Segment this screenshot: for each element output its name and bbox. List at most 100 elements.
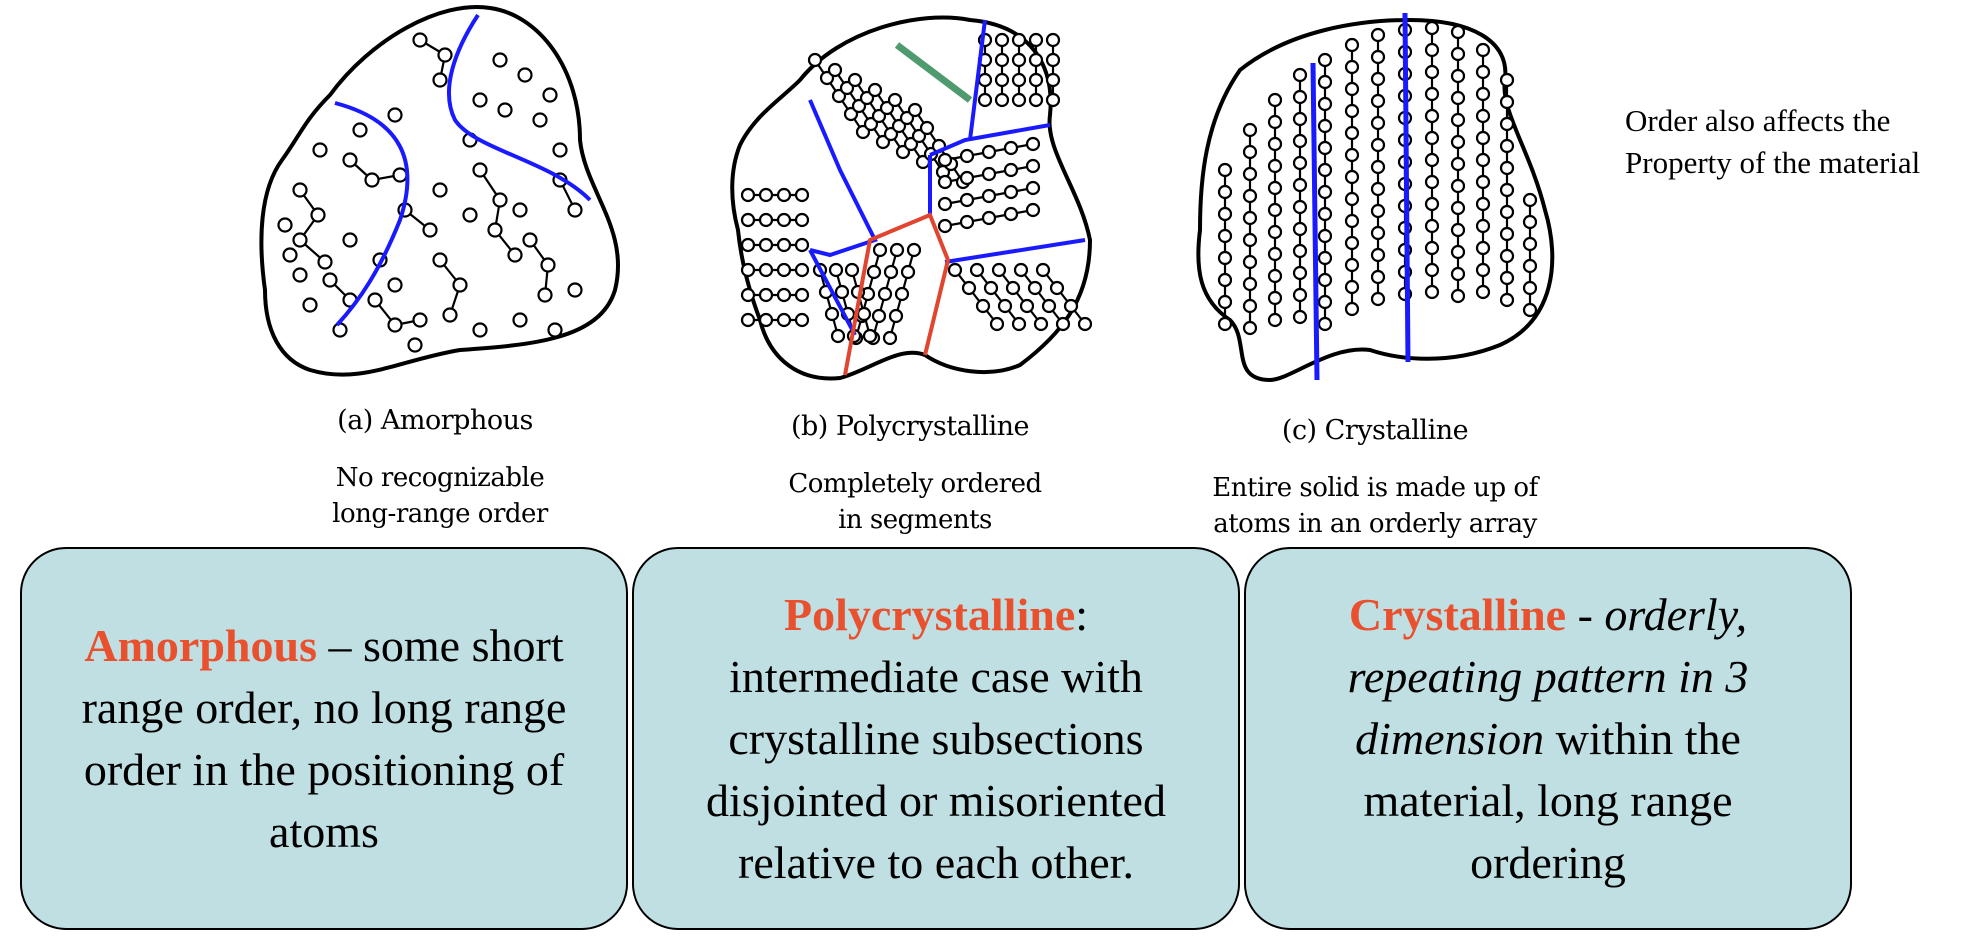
atom xyxy=(1475,86,1491,102)
atom xyxy=(1242,210,1258,226)
atom xyxy=(1003,140,1019,156)
atom xyxy=(1028,92,1044,108)
atom xyxy=(1242,276,1258,292)
atom xyxy=(1045,52,1061,68)
atom xyxy=(1292,133,1308,149)
atom xyxy=(776,187,792,203)
atom xyxy=(1317,294,1333,310)
side-note-line: Order also affects the xyxy=(1625,103,1891,138)
atom xyxy=(1317,162,1333,178)
atom xyxy=(794,312,810,328)
atom xyxy=(310,207,326,223)
atom xyxy=(1292,243,1308,259)
atom xyxy=(1292,221,1308,237)
atom xyxy=(1370,203,1386,219)
atom xyxy=(981,144,997,160)
atom xyxy=(332,322,348,338)
crystalline-reference-line xyxy=(1310,62,1320,381)
atom xyxy=(1424,240,1440,256)
atom xyxy=(981,188,997,204)
atom xyxy=(1292,177,1308,193)
atom xyxy=(1370,27,1386,43)
atom xyxy=(1344,37,1360,53)
atom xyxy=(1424,174,1440,190)
atom xyxy=(947,262,963,278)
atom xyxy=(977,92,993,108)
atom xyxy=(776,237,792,253)
atom xyxy=(552,142,568,158)
atom xyxy=(847,72,863,88)
atom xyxy=(1025,202,1041,218)
atom xyxy=(1217,162,1233,178)
atom xyxy=(1317,118,1333,134)
atom xyxy=(1055,316,1071,332)
atom xyxy=(877,286,893,302)
atom xyxy=(1217,206,1233,222)
atom xyxy=(1370,181,1386,197)
atom xyxy=(1267,114,1283,130)
amorphous-boundary-line xyxy=(334,101,410,327)
atom xyxy=(1292,309,1308,325)
atom xyxy=(740,212,756,228)
atom xyxy=(277,217,293,233)
atom xyxy=(1522,214,1538,230)
atom xyxy=(1292,265,1308,281)
atom xyxy=(512,312,528,328)
atom xyxy=(497,102,513,118)
atom xyxy=(1475,42,1491,58)
amorphous-atoms xyxy=(277,32,583,353)
atom xyxy=(1242,254,1258,270)
amorphous-diagram xyxy=(259,5,621,377)
atom xyxy=(507,247,523,263)
atom xyxy=(1344,279,1360,295)
atom xyxy=(1011,72,1027,88)
atom xyxy=(1063,298,1079,314)
atom xyxy=(1499,160,1515,176)
atom xyxy=(1424,64,1440,80)
atom xyxy=(994,52,1010,68)
atom xyxy=(1317,74,1333,90)
atom xyxy=(1267,246,1283,262)
atom xyxy=(1028,32,1044,48)
atom xyxy=(1292,199,1308,215)
solid-structure-diagrams xyxy=(259,5,1555,383)
atom xyxy=(1424,86,1440,102)
atom xyxy=(1025,136,1041,152)
atom xyxy=(1424,42,1440,58)
atom xyxy=(292,267,308,283)
atom xyxy=(1267,268,1283,284)
atom xyxy=(452,277,468,293)
amorphous-description: – some short range order, no long range … xyxy=(81,619,567,857)
atom xyxy=(740,187,756,203)
crystalline-outline xyxy=(1196,17,1555,383)
atom xyxy=(1242,232,1258,248)
atom xyxy=(882,330,898,346)
atom xyxy=(900,264,916,280)
atom xyxy=(866,264,882,280)
atom xyxy=(412,32,428,48)
atom xyxy=(887,92,903,108)
grain-boundary-line xyxy=(944,238,1086,264)
atom xyxy=(1267,92,1283,108)
atom xyxy=(969,262,985,278)
atom xyxy=(740,237,756,253)
atom xyxy=(997,298,1013,314)
atom xyxy=(1025,158,1041,174)
polycrystalline-definition-text: Polycrystalline: intermediate case with … xyxy=(676,584,1196,894)
atom xyxy=(1011,316,1027,332)
side-note: Order also affects the Property of the m… xyxy=(1625,100,1965,184)
atom xyxy=(740,287,756,303)
atom xyxy=(1499,116,1515,132)
grain-boundary-line xyxy=(929,123,1051,157)
atom xyxy=(1317,250,1333,266)
atom xyxy=(889,242,905,258)
atom xyxy=(1317,96,1333,112)
atom xyxy=(981,166,997,182)
atom xyxy=(994,92,1010,108)
atom xyxy=(1522,258,1538,274)
atom xyxy=(1499,138,1515,154)
atom xyxy=(906,242,922,258)
atom xyxy=(1450,156,1466,172)
amorphous-definition-text: Amorphous – some short range order, no l… xyxy=(64,615,584,863)
atom xyxy=(888,308,904,324)
